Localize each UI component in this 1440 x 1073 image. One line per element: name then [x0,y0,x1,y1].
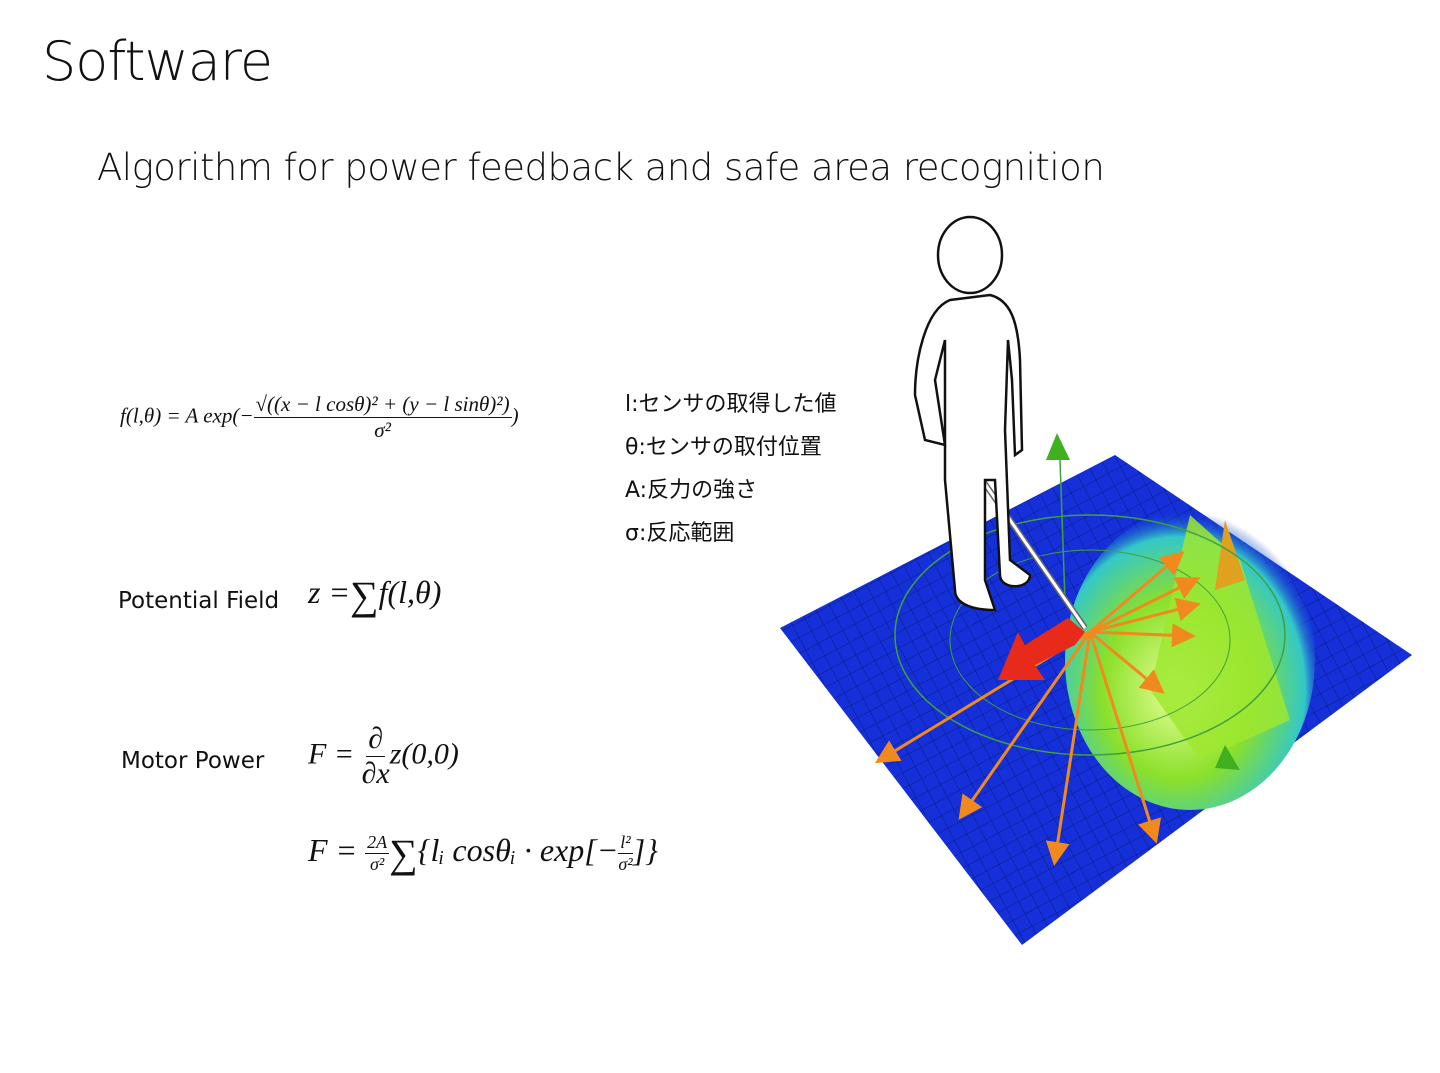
force-arrow [998,618,1085,680]
pf-sum: ∑ [350,573,379,618]
peak-spike-top [1215,520,1245,590]
formula-numerator: √((x − l cosθ)² + (y − l sinθ)²) [253,392,512,418]
slide-title: Software [42,30,273,93]
motor-power-label: Motor Power [121,748,265,774]
mp2-exp-den: σ² [618,854,633,874]
formula-close: ) [511,403,519,428]
range-circle-inner [949,549,1231,731]
mp-rhs: z(0,0) [389,737,459,771]
mp2-close: ]} [632,831,658,868]
potential-field-formula: z =∑f(l,θ) [308,572,441,619]
formula-denominator: σ² [374,418,391,442]
mp2-exp-num: l² [618,832,633,854]
mp-num: ∂ [366,722,386,757]
axis-line [1059,459,1066,601]
legend-sigma: σ:反応範囲 [625,521,735,546]
legend-a: A:反力の強さ [625,478,758,503]
mp2-coef-den: σ² [370,854,385,874]
legend-l: l:センサの取得した値 [625,392,837,417]
potential-function-formula: f(l,θ) = A exp(−√((x − l cosθ)² + (y − l… [120,392,519,443]
pf-rhs: f(l,θ) [378,573,442,610]
axis-cone-icon [1046,433,1070,460]
mp2-lhs: F = [308,831,358,868]
pf-lhs: z = [308,573,351,610]
mp2-body: {lᵢ cosθᵢ · exp[− [417,831,619,868]
mp-den: ∂x [361,757,390,790]
axis-cone-icon-2 [1215,745,1240,770]
range-circle [894,514,1286,756]
potential-field-label: Potential Field [118,588,280,614]
mp-lhs: F = [308,737,355,771]
sensor-arrows [874,551,1201,866]
formula-lhs: f(l,θ) = A exp(− [120,403,254,428]
mp2-sum: ∑ [389,831,418,876]
slide-subtitle: Algorithm for power feedback and safe ar… [97,146,1105,189]
mp2-coef-num: 2A [365,832,390,854]
legend-theta: θ:センサの取付位置 [625,435,822,460]
person-figure [913,215,1032,612]
